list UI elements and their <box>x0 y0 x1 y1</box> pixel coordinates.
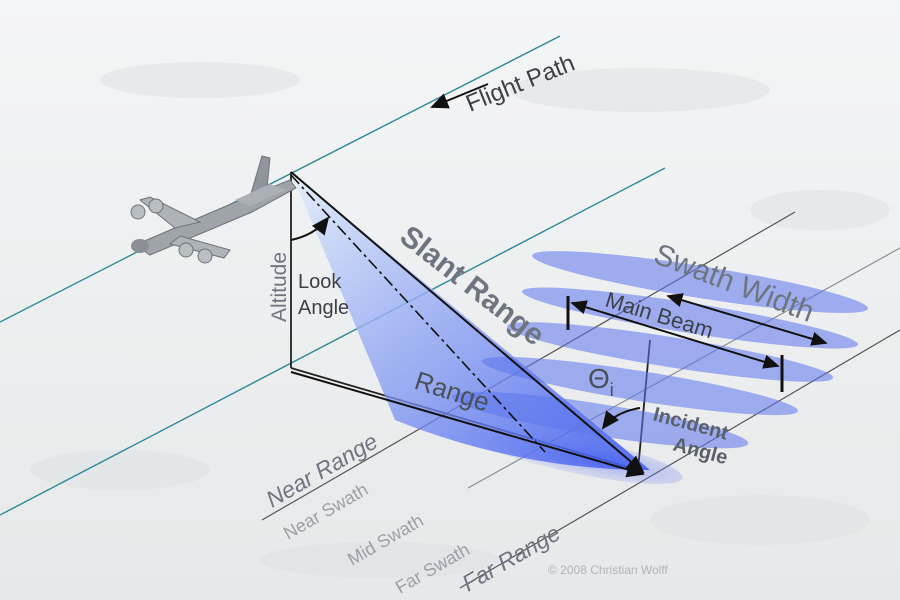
look-angle-label-line2: Angle <box>298 297 349 319</box>
beam-center-axis <box>290 174 546 453</box>
flight-path-lines <box>0 35 666 516</box>
theta-main: Θ <box>588 363 610 394</box>
theta-symbol: Θi <box>588 363 614 400</box>
main-beam-arrow-left <box>570 300 779 367</box>
copyright-text: © 2008 Christian Wolff <box>548 563 668 577</box>
look-angle-label-line1: Look <box>298 271 342 293</box>
ground-range-arrow <box>290 371 645 478</box>
incident-angle-arrow <box>601 407 641 430</box>
swath-width-arrow-left <box>666 293 827 344</box>
altitude-label: Altitude <box>268 252 291 322</box>
radar-beam-cone <box>291 172 650 470</box>
theta-subscript: i <box>610 380 614 400</box>
look-angle-arrow <box>290 216 330 241</box>
slant-range-arrow <box>290 171 645 474</box>
flight-direction-arrow <box>430 83 489 109</box>
ground-texture <box>30 62 890 578</box>
swath-footprint <box>451 251 868 484</box>
aircraft-icon <box>130 155 297 264</box>
